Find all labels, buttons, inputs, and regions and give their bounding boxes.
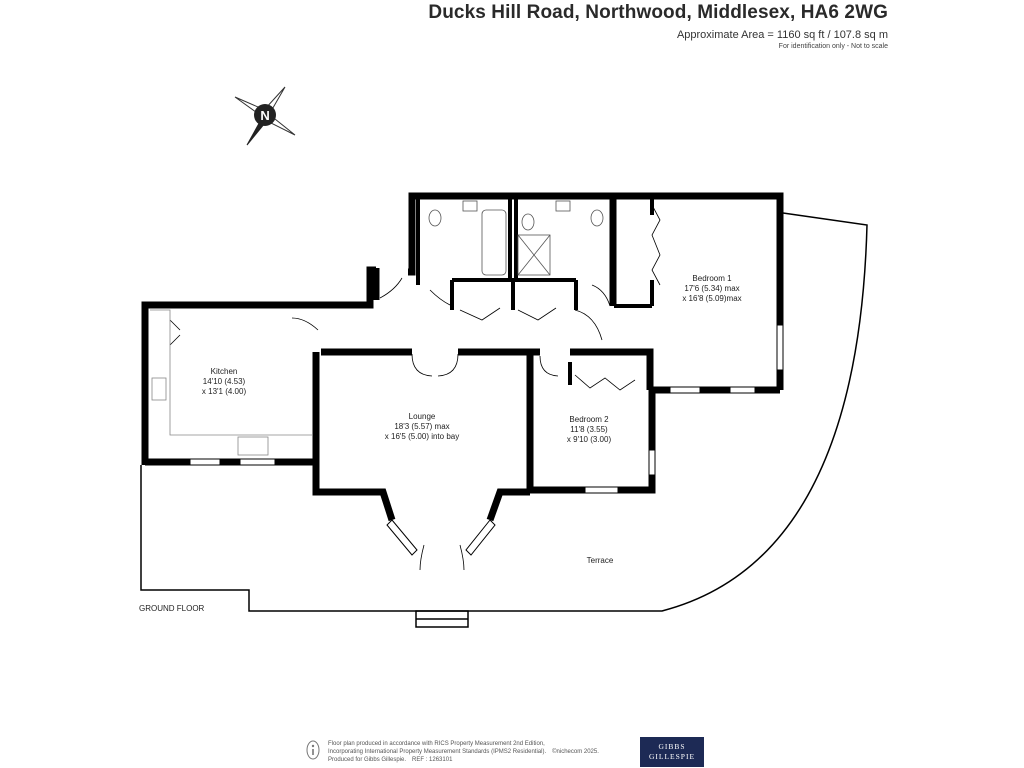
terrace-outline <box>140 212 868 628</box>
room-bedroom1-label: Bedroom 1 17'6 (5.34) max x 16'8 (5.09)m… <box>682 274 741 303</box>
bedroom2-name: Bedroom 2 <box>569 415 609 424</box>
bedroom1-name: Bedroom 1 <box>692 274 732 283</box>
room-lounge-label: Lounge 18'3 (5.57) max x 16'5 (5.00) int… <box>385 412 459 441</box>
bedroom2-dim-2: x 9'10 (3.00) <box>567 435 612 444</box>
kitchen-dim-1: 14'10 (4.53) <box>203 377 246 386</box>
compass-rose-icon: N <box>234 86 296 146</box>
property-address: Ducks Hill Road, Northwood, Middlesex, H… <box>428 2 888 23</box>
room-bedroom2-label: Bedroom 2 11'8 (3.55) x 9'10 (3.00) <box>567 415 612 444</box>
windows <box>189 324 784 556</box>
footer-ref: REF : 1263101 <box>412 757 453 763</box>
scale-disclaimer: For identification only - Not to scale <box>778 43 888 50</box>
bathroom-fixtures <box>428 200 604 276</box>
logo-line-1: GIBBS <box>658 742 686 751</box>
bedroom1-dim-1: 17'6 (5.34) max <box>684 284 739 293</box>
footer-produced: Produced for Gibbs Gillespie. <box>328 757 407 763</box>
bedroom2-dim-1: 11'8 (3.55) <box>570 425 608 434</box>
floor-level-label: GROUND FLOOR <box>139 604 205 613</box>
exterior-walls <box>141 192 784 522</box>
kitchen-name: Kitchen <box>211 367 238 376</box>
footer-copyright: ©nichecom 2025. <box>552 749 599 755</box>
logo-line-2: GILLESPIE <box>648 752 696 761</box>
kitchen-dim-2: x 13'1 (4.00) <box>202 387 247 396</box>
info-icon <box>306 740 320 760</box>
door-swings <box>169 204 661 571</box>
lounge-dim-2: x 16'5 (5.00) into bay <box>385 432 459 441</box>
compass-letter: N <box>260 108 269 123</box>
lounge-name: Lounge <box>409 412 436 421</box>
agency-logo: GIBBS GILLESPIE <box>640 737 704 767</box>
kitchen-fixtures <box>150 309 312 456</box>
approximate-area: Approximate Area = 1160 sq ft / 107.8 sq… <box>676 29 888 41</box>
room-kitchen-label: Kitchen 14'10 (4.53) x 13'1 (4.00) <box>202 367 247 396</box>
bedroom1-dim-2: x 16'8 (5.09)max <box>682 294 741 303</box>
footer-line-2: Incorporating International Property Mea… <box>328 749 547 755</box>
terrace-name: Terrace <box>587 556 614 565</box>
footer-line-1: Floor plan produced in accordance with R… <box>328 741 545 747</box>
interior-walls <box>416 196 654 385</box>
footer-notice: Floor plan produced in accordance with R… <box>328 740 638 764</box>
lounge-dim-1: 18'3 (5.57) max <box>394 422 449 431</box>
